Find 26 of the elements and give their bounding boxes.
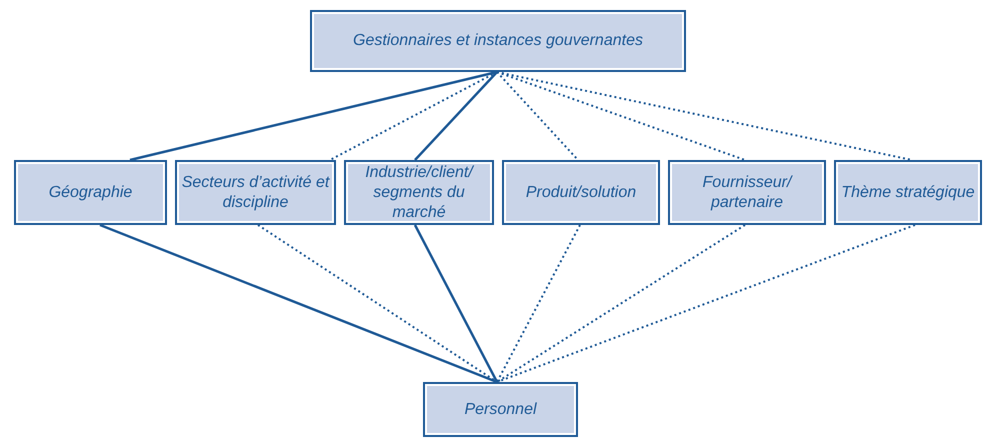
connector-line bbox=[496, 71, 912, 161]
box-label: Produit/solution bbox=[526, 182, 636, 202]
connector-line bbox=[496, 224, 746, 383]
connector-line bbox=[496, 224, 916, 383]
connector-line bbox=[100, 224, 498, 384]
connector-line bbox=[496, 71, 746, 161]
connector-line bbox=[496, 224, 581, 382]
box-label: Fournisseur/ partenaire bbox=[702, 172, 794, 212]
box-label: Secteurs d’activité et discipline bbox=[181, 172, 330, 212]
category-box bbox=[423, 382, 578, 437]
category-box bbox=[834, 160, 982, 225]
box-label: Personnel bbox=[464, 400, 537, 420]
box-label: Industrie/client/ segments du marché bbox=[364, 162, 475, 222]
connector-line bbox=[414, 224, 498, 383]
box-label: Thème stratégique bbox=[841, 182, 975, 202]
connector-line bbox=[496, 71, 579, 161]
category-box bbox=[502, 160, 660, 225]
category-box bbox=[344, 160, 494, 225]
connector-line bbox=[414, 71, 498, 161]
connector-line bbox=[130, 70, 498, 162]
category-box bbox=[14, 160, 167, 225]
category-box bbox=[175, 160, 336, 225]
box-label: Géographie bbox=[48, 182, 132, 202]
category-box bbox=[668, 160, 826, 225]
box-label: Gestionnaires et instances gouvernantes bbox=[353, 31, 643, 51]
category-box bbox=[310, 10, 686, 72]
